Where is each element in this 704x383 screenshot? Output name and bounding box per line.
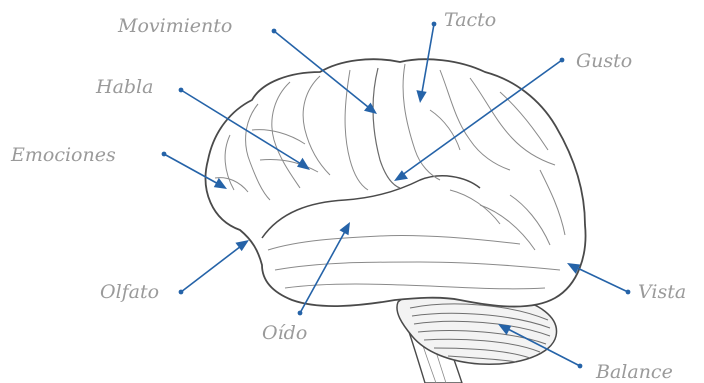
label-olfato: Olfato	[100, 281, 160, 303]
arrowhead-movimiento	[364, 102, 377, 114]
dot-movimiento	[271, 28, 277, 34]
leader-arrowheads	[213, 90, 581, 335]
arrowhead-olfato	[235, 240, 249, 252]
cerebrum	[204, 58, 587, 308]
label-balance: Balance	[596, 361, 673, 383]
dot-balance	[577, 363, 583, 369]
leader-dots	[161, 21, 631, 369]
label-habla: Habla	[96, 76, 154, 98]
leader-oido	[299, 225, 349, 314]
arrowhead-emociones	[213, 177, 227, 189]
dot-habla	[178, 87, 184, 93]
leader-gusto	[397, 59, 563, 179]
dot-vista	[625, 289, 631, 295]
arrowhead-gusto	[394, 170, 408, 181]
arrowhead-tacto	[416, 90, 427, 103]
arrowhead-habla	[297, 157, 310, 170]
dot-oido	[297, 310, 303, 316]
arrowhead-oido	[339, 222, 350, 236]
leader-lines	[163, 23, 629, 367]
label-gusto: Gusto	[576, 50, 633, 72]
dot-gusto	[559, 57, 565, 63]
dot-tacto	[431, 21, 437, 27]
dot-emociones	[161, 151, 167, 157]
leader-vista	[570, 264, 629, 293]
dot-olfato	[178, 289, 184, 295]
label-movimiento: Movimiento	[118, 15, 233, 37]
label-oido: Oído	[262, 322, 308, 344]
leader-tacto	[420, 23, 435, 99]
arrowhead-vista	[567, 263, 581, 274]
label-tacto: Tacto	[444, 9, 497, 31]
leader-balance	[501, 325, 581, 367]
label-emociones: Emociones	[11, 144, 116, 166]
leader-emociones	[163, 153, 223, 187]
label-vista: Vista	[638, 281, 687, 303]
leader-olfato	[180, 242, 246, 293]
arrowhead-balance	[498, 324, 512, 335]
leader-movimiento	[273, 30, 374, 112]
leader-habla	[180, 89, 307, 168]
